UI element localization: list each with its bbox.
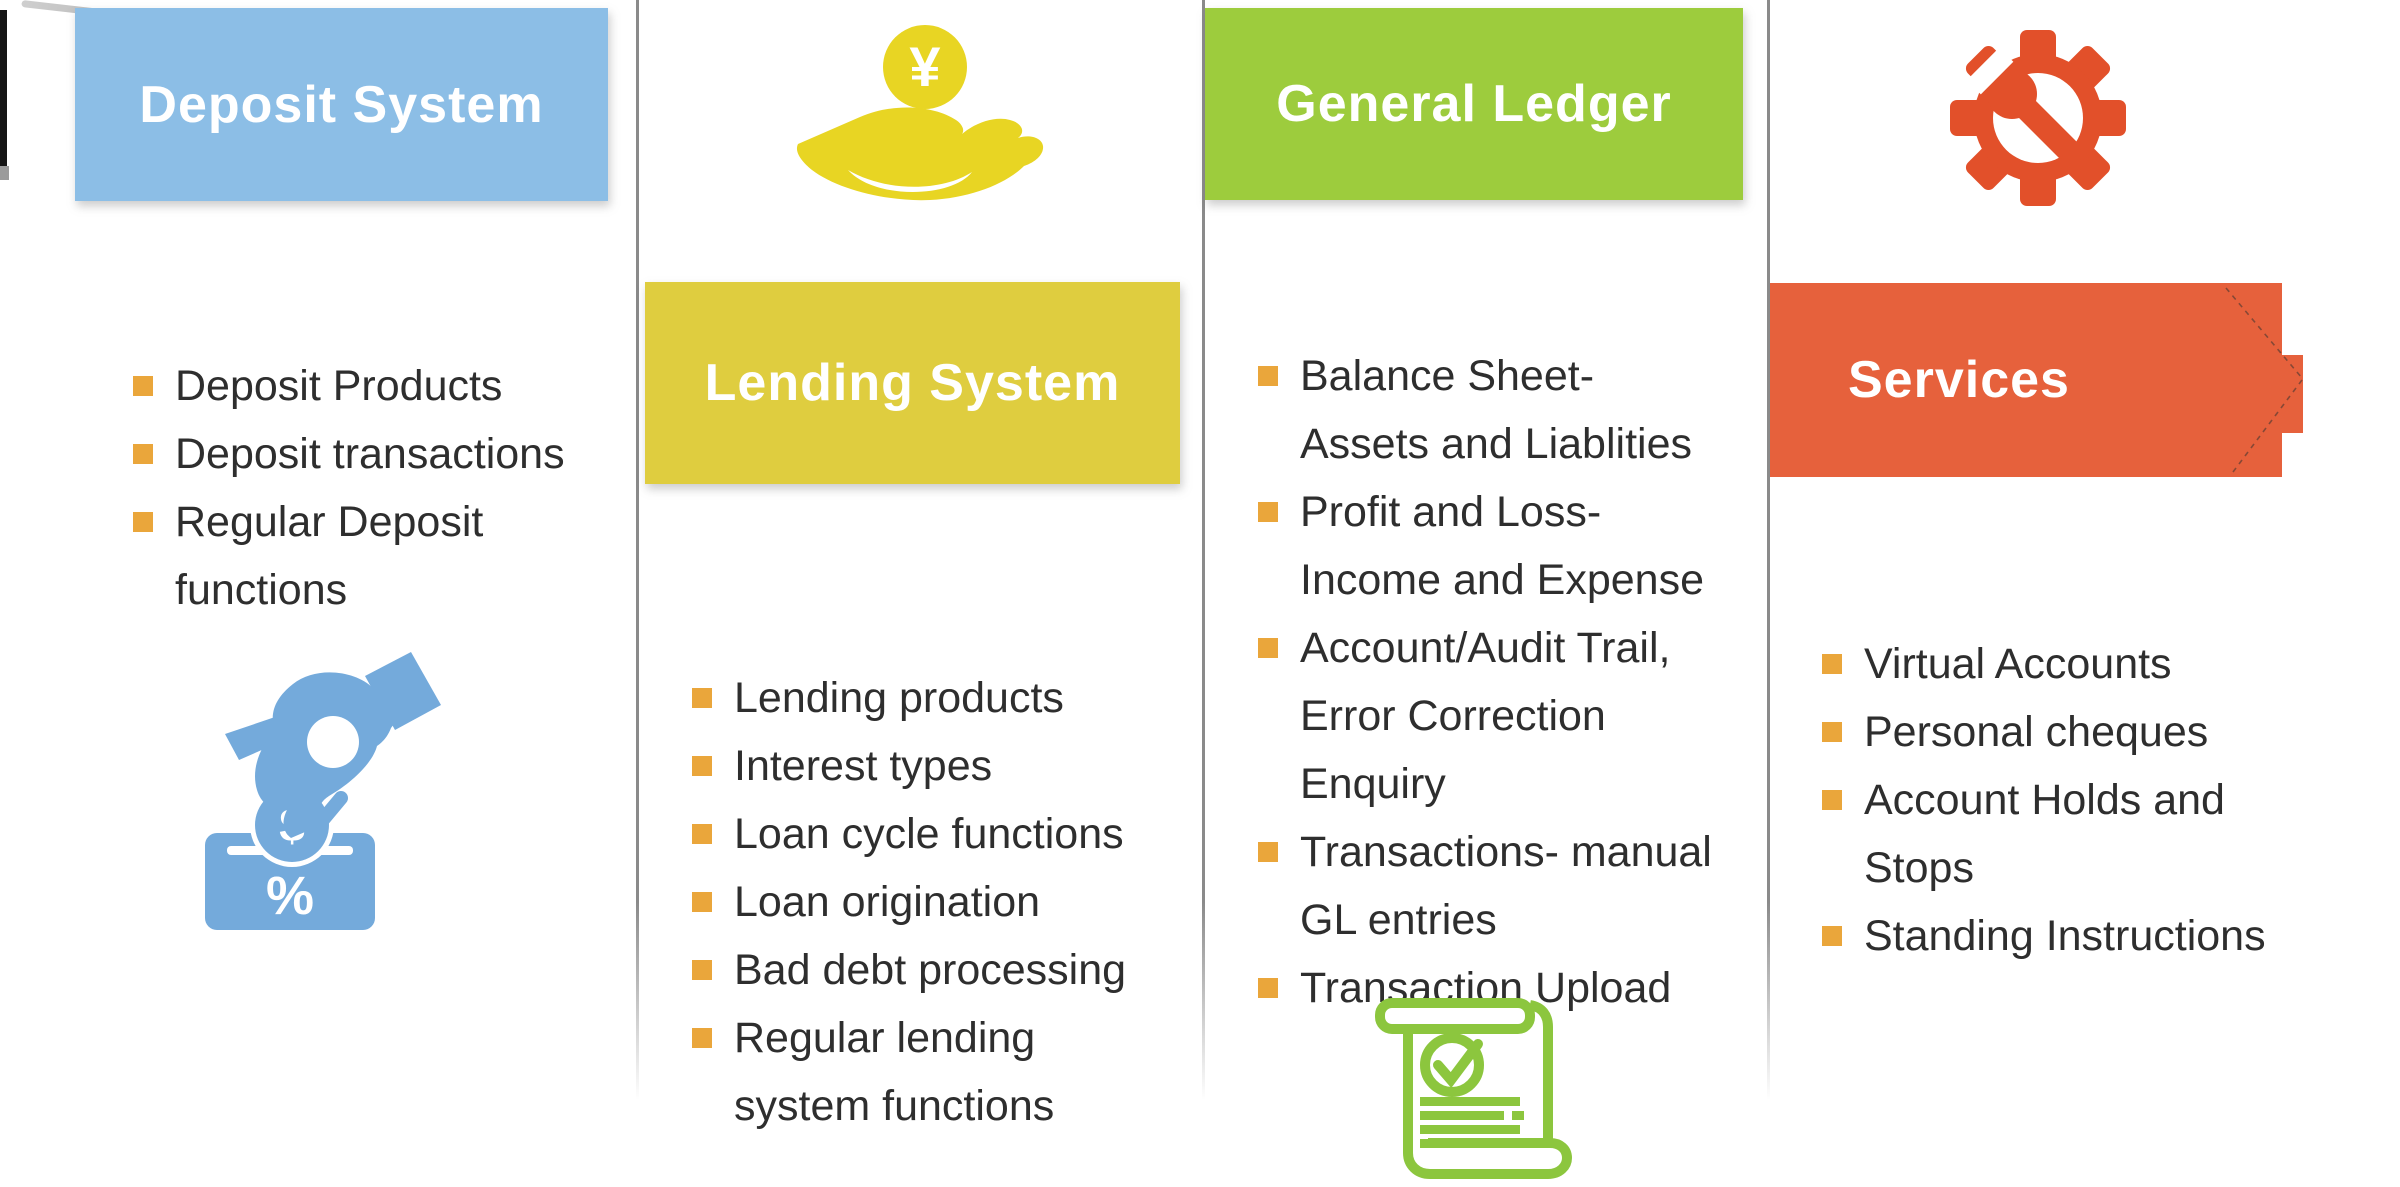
yen-coin-hand-icon: ¥ (796, 25, 1044, 201)
page-edge-chip (0, 166, 9, 180)
bullet-square-icon (692, 1028, 712, 1048)
list-item: Regular lending system functions (692, 1004, 1162, 1140)
general-ledger-banner: General Ledger (1205, 8, 1743, 200)
list-item: Bad debt processing (692, 936, 1162, 1004)
bullet-square-icon (1258, 842, 1278, 862)
list-item: Standing Instructions (1822, 902, 2292, 970)
list-item: Lending products (692, 664, 1162, 732)
list-item: Deposit transactions (133, 420, 603, 488)
services-banner-fold-lines (2225, 287, 2303, 477)
list-item: Virtual Accounts (1822, 630, 2292, 698)
ledger-feature-list: Balance Sheet- Assets and Liablities Pro… (1258, 342, 1728, 1022)
deposit-feature-list: Deposit Products Deposit transactions Re… (133, 352, 603, 624)
gear-wrench-icon (1950, 30, 2126, 206)
bullet-square-icon (692, 756, 712, 776)
lending-system-banner: Lending System (645, 282, 1180, 484)
list-item: Balance Sheet- Assets and Liablities (1258, 342, 1728, 478)
bullet-square-icon (692, 688, 712, 708)
list-item: Profit and Loss- Income and Expense (1258, 478, 1728, 614)
services-title: Services (1848, 351, 2070, 409)
bullet-square-icon (1258, 366, 1278, 386)
bullet-square-icon (692, 960, 712, 980)
page-edge-bar (0, 10, 7, 168)
deposit-system-title: Deposit System (139, 75, 544, 134)
list-item: Account/Audit Trail, Error Correction En… (1258, 614, 1728, 818)
bullet-square-icon (1822, 722, 1842, 742)
bullet-square-icon (1258, 978, 1278, 998)
scroll-checklist-icon (1375, 998, 1572, 1179)
list-item: Account Holds and Stops (1822, 766, 2292, 902)
services-banner: Services (1770, 283, 2303, 477)
bullet-square-icon (1822, 926, 1842, 946)
bullet-square-icon (1258, 638, 1278, 658)
list-item: Regular Deposit functions (133, 488, 603, 624)
column-divider-1 (636, 0, 639, 1100)
bullet-square-icon (133, 376, 153, 396)
column-divider-2 (1202, 0, 1205, 1100)
deposit-system-banner: Deposit System (75, 8, 608, 201)
bullet-square-icon (1822, 790, 1842, 810)
lending-system-title: Lending System (704, 354, 1121, 412)
lending-feature-list: Lending products Interest types Loan cyc… (692, 664, 1162, 1140)
list-item: Deposit Products (133, 352, 603, 420)
svg-text:¥: ¥ (909, 35, 940, 98)
list-item: Loan origination (692, 868, 1162, 936)
bullet-square-icon (1258, 502, 1278, 522)
svg-text:%: % (266, 866, 314, 926)
services-feature-list: Virtual Accounts Personal cheques Accoun… (1822, 630, 2292, 970)
list-item: Transactions- manual GL entries (1258, 818, 1728, 954)
bullet-square-icon (692, 824, 712, 844)
bullet-square-icon (692, 892, 712, 912)
list-item: Loan cycle functions (692, 800, 1162, 868)
bullet-square-icon (133, 512, 153, 532)
bullet-square-icon (133, 444, 153, 464)
list-item: Interest types (692, 732, 1162, 800)
hand-coin-deposit-box-icon: % $ (205, 652, 441, 930)
general-ledger-title: General Ledger (1276, 75, 1672, 133)
bullet-square-icon (1822, 654, 1842, 674)
list-item: Personal cheques (1822, 698, 2292, 766)
column-divider-3 (1767, 0, 1770, 1100)
